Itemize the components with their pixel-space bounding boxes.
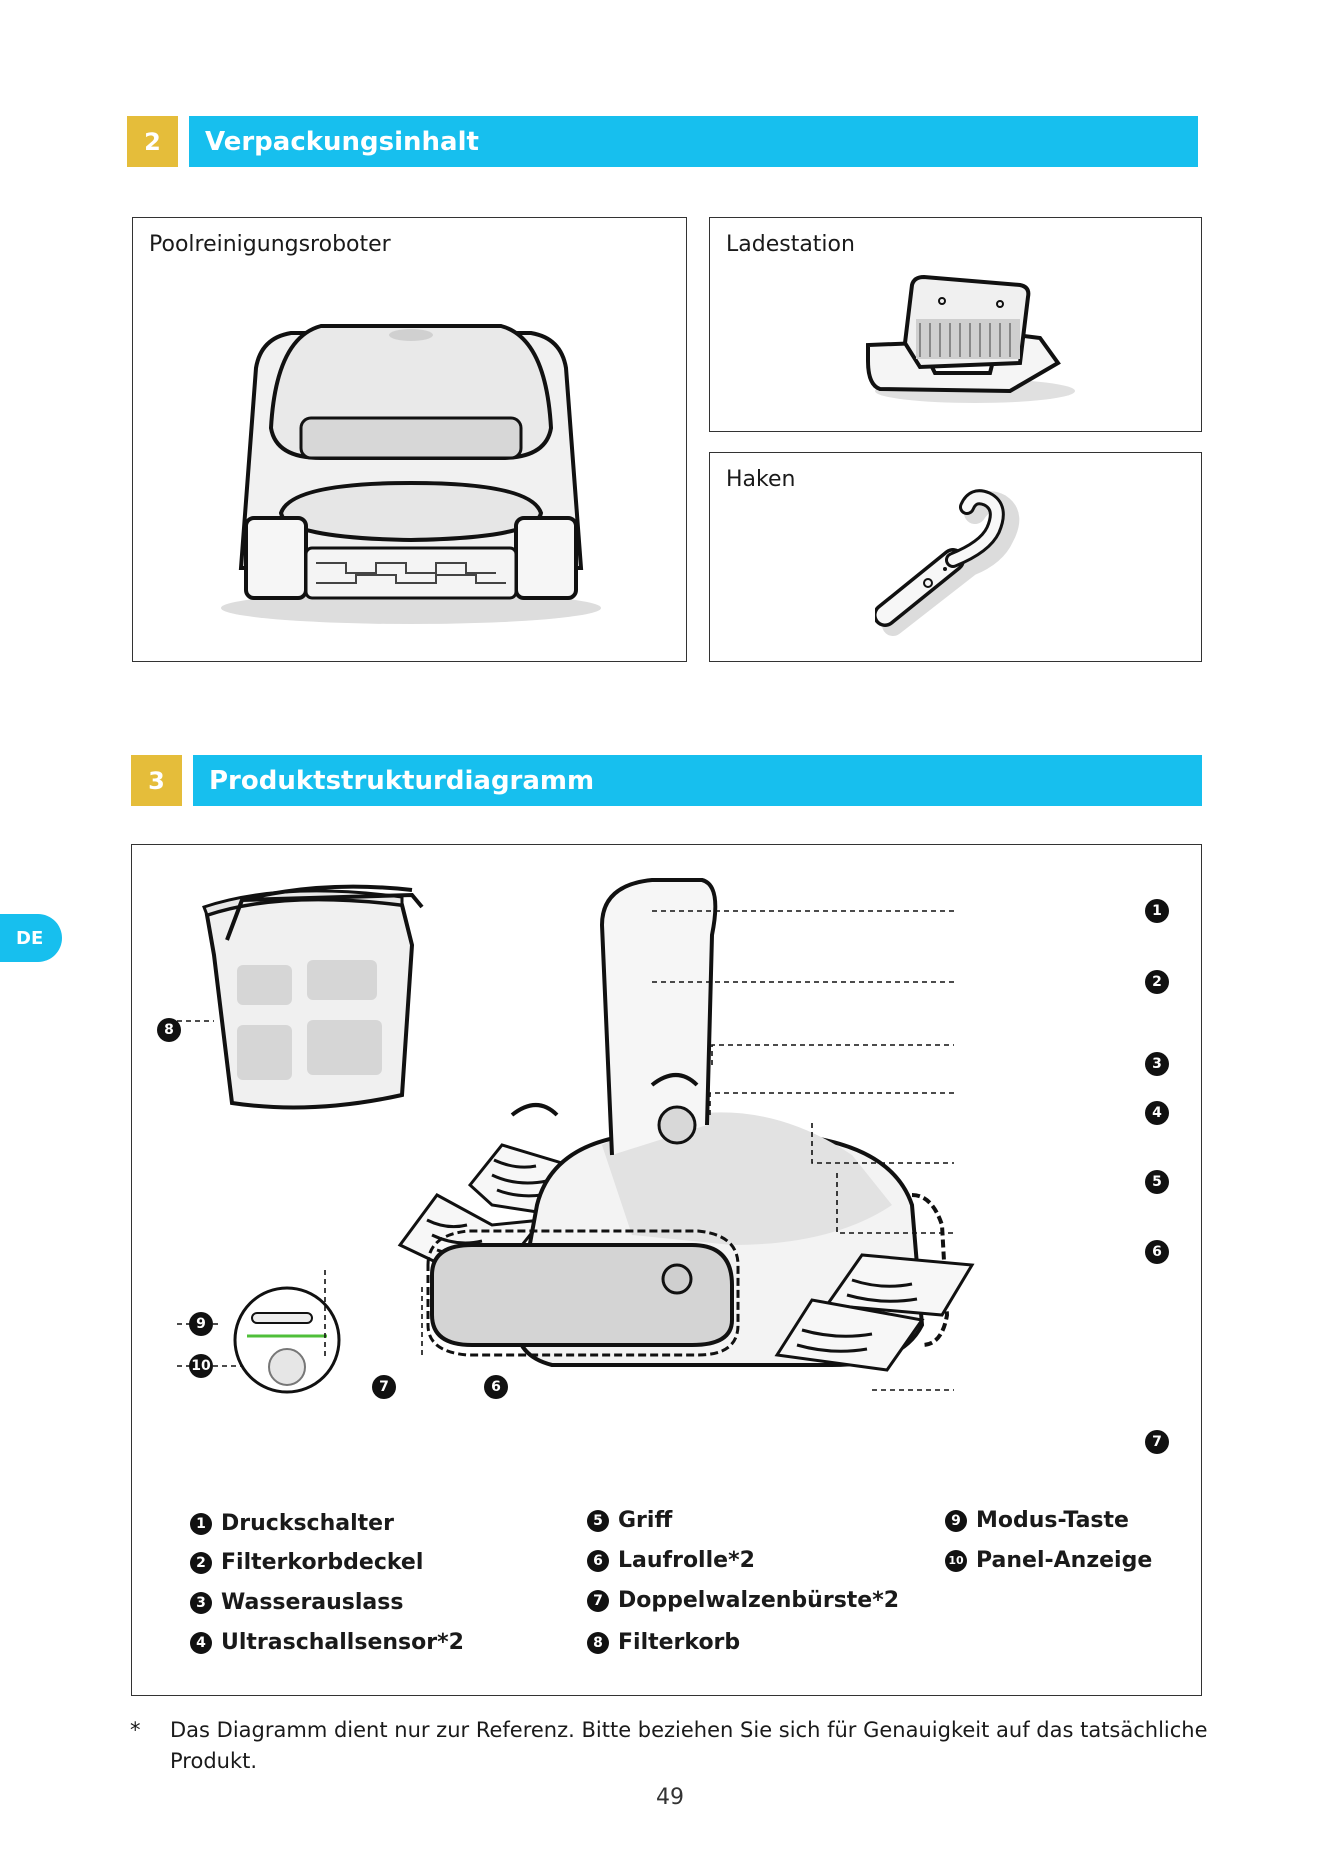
callout-9: 9 — [189, 1312, 213, 1336]
legend-item-1: 1 Druckschalter — [190, 1511, 394, 1536]
callout-2: 2 — [1145, 970, 1169, 994]
callout-1: 1 — [1145, 899, 1169, 923]
legend-item-2: 2 Filterkorbdeckel — [190, 1550, 423, 1575]
legend-label-7: Doppelwalzenbürste*2 — [618, 1588, 900, 1613]
robot-body-drawing — [426, 878, 950, 1367]
dock-box: Ladestation — [709, 217, 1202, 432]
legend-item-10: 10 Panel-Anzeige — [945, 1548, 1152, 1573]
callout-5: 5 — [1145, 1170, 1169, 1194]
footnote-line-1: Das Diagramm dient nur zur Referenz. Bit… — [170, 1718, 1208, 1742]
legend-item-7: 7 Doppelwalzenbürste*2 — [587, 1588, 899, 1613]
legend-item-6: 6 Laufrolle*2 — [587, 1548, 755, 1573]
legend-num-10: 10 — [945, 1549, 967, 1572]
robot-label: Poolreinigungsroboter — [149, 232, 391, 257]
callout-6-bottom: 6 — [484, 1375, 508, 1399]
hook-label: Haken — [726, 467, 796, 492]
legend-label-10: Panel-Anzeige — [976, 1548, 1153, 1573]
callout-7-right: 7 — [1145, 1430, 1169, 1454]
callout-10: 10 — [189, 1354, 213, 1378]
legend-label-6: Laufrolle*2 — [618, 1548, 755, 1573]
legend-item-8: 8 Filterkorb — [587, 1630, 740, 1655]
legend-item-4: 4 Ultraschallsensor*2 — [190, 1630, 464, 1655]
page-number: 49 — [656, 1785, 684, 1810]
legend-label-9: Modus-Taste — [976, 1508, 1129, 1533]
legend-label-8: Filterkorb — [618, 1630, 741, 1655]
leader-lines — [177, 910, 954, 1391]
filter-basket-drawing — [202, 884, 424, 1110]
legend-label-2: Filterkorbdeckel — [221, 1550, 424, 1575]
language-tab: DE — [0, 914, 62, 962]
legend-num-9: 9 — [945, 1509, 967, 1532]
brushes-right-drawing — [774, 1253, 975, 1372]
legend-num-7: 7 — [587, 1589, 609, 1612]
panel-inset-drawing — [233, 1286, 341, 1394]
legend-num-6: 6 — [587, 1549, 609, 1572]
section-2-title: Verpackungsinhalt — [189, 116, 1198, 167]
hook-box: Haken — [709, 452, 1202, 662]
section-3-number: 3 — [131, 755, 182, 806]
callout-6-right: 6 — [1145, 1240, 1169, 1264]
callout-4: 4 — [1145, 1101, 1169, 1125]
legend-num-4: 4 — [190, 1631, 212, 1654]
diagram-box: 1 2 3 4 5 6 6 7 7 8 9 10 1 Druckschalter… — [131, 844, 1202, 1696]
callout-7-left: 7 — [372, 1375, 396, 1399]
legend-num-2: 2 — [190, 1551, 212, 1574]
robot-illustration — [221, 324, 601, 624]
callout-8: 8 — [157, 1018, 181, 1042]
footnote-line-2: Produkt. — [170, 1749, 258, 1773]
legend-label-5: Griff — [618, 1508, 673, 1533]
callout-3: 3 — [1145, 1052, 1169, 1076]
legend-item-3: 3 Wasserauslass — [190, 1590, 403, 1615]
section-2-number: 2 — [127, 116, 178, 167]
dock-label: Ladestation — [726, 232, 855, 257]
legend-item-9: 9 Modus-Taste — [945, 1508, 1129, 1533]
legend-num-3: 3 — [190, 1591, 212, 1614]
legend-num-1: 1 — [190, 1512, 212, 1535]
product-structure-diagram — [177, 878, 975, 1394]
hook-illustration — [875, 489, 1020, 636]
legend-label-1: Druckschalter — [221, 1511, 394, 1536]
legend-item-5: 5 Griff — [587, 1508, 672, 1533]
dock-illustration — [866, 274, 1075, 403]
legend-num-5: 5 — [587, 1509, 609, 1532]
legend-label-4: Ultraschallsensor*2 — [221, 1630, 464, 1655]
legend-num-8: 8 — [587, 1631, 609, 1654]
robot-box: Poolreinigungsroboter — [132, 217, 687, 662]
section-3-title: Produktstrukturdiagramm — [193, 755, 1202, 806]
footnote-marker: * — [130, 1718, 141, 1742]
legend-label-3: Wasserauslass — [221, 1590, 404, 1615]
